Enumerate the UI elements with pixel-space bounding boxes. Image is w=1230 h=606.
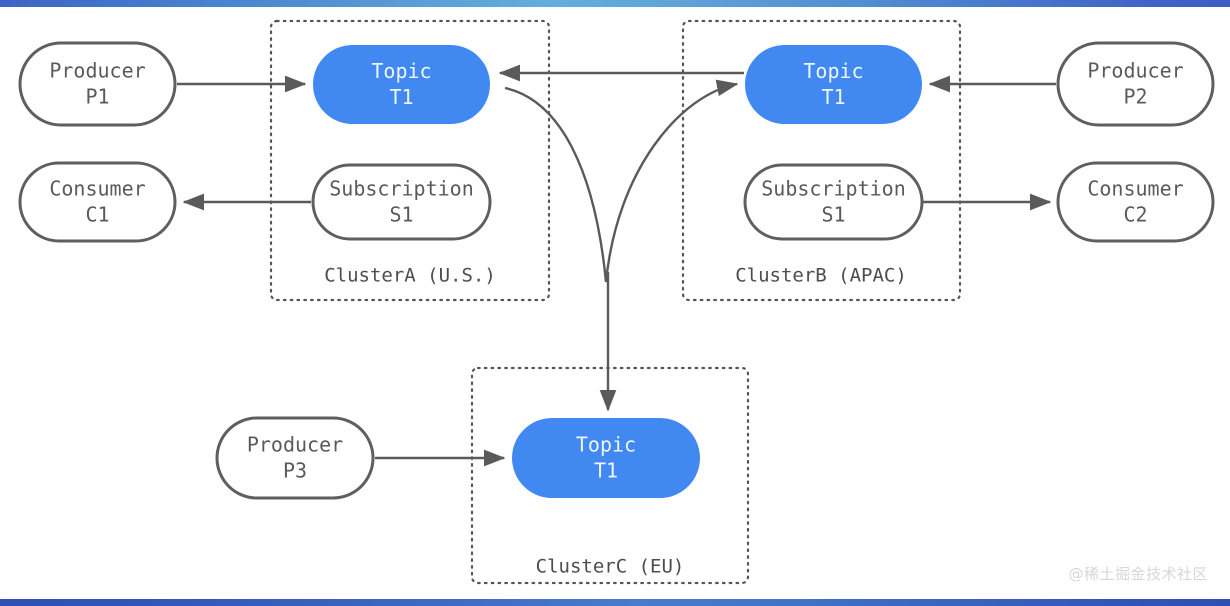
node-label-secondary: S1 bbox=[389, 203, 413, 227]
node-shape[interactable] bbox=[1056, 41, 1215, 127]
node-label-secondary: T1 bbox=[389, 85, 413, 109]
cluster-clusterC: ClusterC (EU) bbox=[470, 366, 750, 585]
clusters-layer: ClusterA (U.S.) ClusterB (APAC) ClusterC (… bbox=[269, 19, 962, 585]
node-shape[interactable] bbox=[313, 45, 490, 124]
node-shape[interactable] bbox=[311, 163, 492, 241]
node-shape[interactable] bbox=[512, 418, 700, 498]
node-label-secondary: S1 bbox=[821, 203, 845, 227]
cluster-label: ClusterC (EU) bbox=[536, 556, 685, 578]
cluster-label: ClusterB (APAC) bbox=[735, 265, 907, 287]
node-shape[interactable] bbox=[18, 41, 177, 127]
edge-tA-to-tB bbox=[504, 79, 739, 283]
node-label-primary: Topic bbox=[803, 59, 863, 83]
node-shape[interactable] bbox=[743, 163, 924, 241]
watermark: @稀土掘金技术社区 bbox=[1068, 565, 1208, 583]
node-label-secondary: P1 bbox=[85, 85, 109, 109]
cluster-label: ClusterA (U.S.) bbox=[324, 265, 496, 287]
node-label-secondary: C2 bbox=[1123, 203, 1147, 227]
node-label-primary: Consumer bbox=[1087, 177, 1183, 201]
cluster-clusterA: ClusterA (U.S.) bbox=[269, 19, 551, 302]
cluster-boundary bbox=[681, 19, 962, 302]
nodes-layer: ProducerP1ConsumerC1TopicT1SubscriptionS… bbox=[18, 41, 1215, 500]
bottom-gradient-bar bbox=[0, 599, 1230, 606]
node-label-primary: Topic bbox=[576, 433, 636, 457]
node-shape[interactable] bbox=[1056, 161, 1215, 243]
node-label-secondary: P2 bbox=[1123, 85, 1147, 109]
node-label-primary: Subscription bbox=[761, 177, 906, 201]
node-label-secondary: C1 bbox=[85, 203, 109, 227]
node-shape[interactable] bbox=[18, 161, 177, 243]
node-label-secondary: T1 bbox=[821, 85, 845, 109]
node-shape[interactable] bbox=[215, 416, 375, 500]
node-label-primary: Producer bbox=[1087, 59, 1183, 83]
node-label-primary: Producer bbox=[247, 433, 343, 457]
node-label-primary: Producer bbox=[49, 59, 145, 83]
cluster-boundary bbox=[269, 19, 551, 302]
edges-layer bbox=[177, 64, 1056, 467]
cluster-clusterB: ClusterB (APAC) bbox=[681, 19, 962, 302]
node-label-secondary: P3 bbox=[283, 459, 307, 483]
top-gradient-bar bbox=[0, 0, 1230, 7]
node-shape[interactable] bbox=[745, 45, 922, 124]
node-label-primary: Subscription bbox=[329, 177, 474, 201]
node-label-secondary: T1 bbox=[594, 459, 618, 483]
node-label-primary: Consumer bbox=[49, 177, 145, 201]
cluster-boundary bbox=[470, 366, 750, 585]
node-label-primary: Topic bbox=[371, 59, 431, 83]
